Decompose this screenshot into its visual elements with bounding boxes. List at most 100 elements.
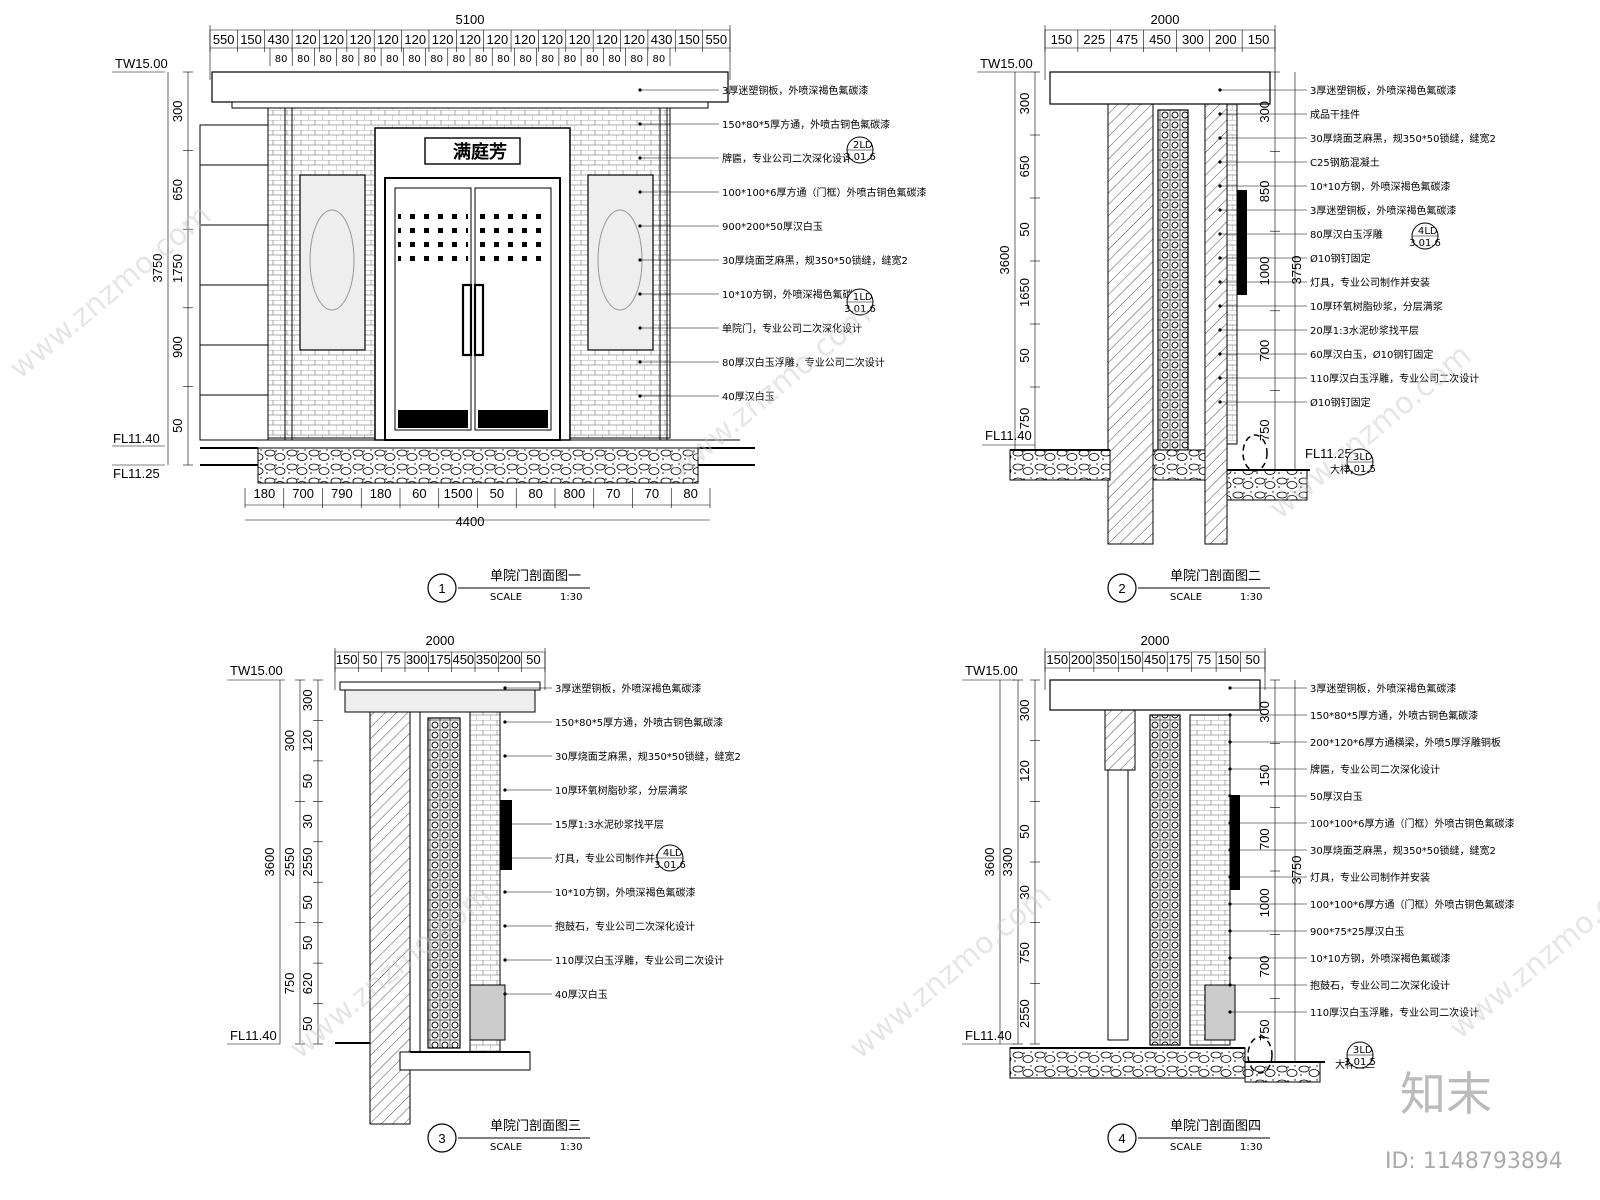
dim-label: 150 [1257, 765, 1272, 787]
dim-label: 75 [386, 652, 400, 667]
leader-note: 10*10方钢，外喷深褐色氟碳漆 [1310, 180, 1450, 193]
dim-label: 80 [630, 54, 643, 65]
leader-note: 灯具，专业公司制作并安装 [1310, 276, 1430, 289]
dim-label: 620 [300, 972, 315, 994]
dim-label: 75 [1197, 652, 1211, 667]
dim-label: 50 [363, 652, 377, 667]
dim-label: 120 [295, 32, 317, 47]
dim-label: 350 [1095, 652, 1117, 667]
dim-label: 120 [459, 32, 481, 47]
lattice-screen-4 [1149, 714, 1181, 1046]
dim-label: 300 [282, 730, 297, 752]
dim-label: 430 [268, 32, 290, 47]
leader-note: 40厚汉白玉 [722, 390, 775, 403]
level-fl-1b: FL11.25 [113, 466, 160, 481]
leader-note: 200*120*6厚方通横梁，外喷5厚浮雕铜板 [1310, 736, 1501, 749]
dim-label: 3300 [1000, 848, 1015, 877]
dim-label: 50 [300, 895, 315, 909]
dim-label: 200 [499, 652, 521, 667]
dim-label: 150 [1051, 32, 1073, 47]
level-tw-1: TW15.00 [115, 56, 168, 71]
dim-label: 120 [623, 32, 645, 47]
tag-code: LD [859, 292, 873, 303]
tag-page: 3.01.6 [1409, 238, 1441, 249]
lattice-screen-3 [427, 717, 461, 1049]
leader-note: 10*10方钢，外喷深褐色氟碳漆 [1310, 952, 1450, 965]
dim-total-2000: 2000 [1151, 12, 1180, 27]
dim-label: 120 [514, 32, 536, 47]
dim-label: 300 [1017, 699, 1032, 721]
dim-label: 50 [490, 486, 504, 501]
svg-text:1:30: 1:30 [1240, 592, 1262, 603]
dim-label: 900 [170, 336, 185, 358]
view-title-4: 4 单院门剖面图四 SCALE 1:30 [1107, 1118, 1270, 1153]
dim-label: 50 [300, 774, 315, 788]
dim-label: 2550 [300, 848, 315, 877]
dim-label: 50 [1017, 824, 1032, 838]
tag-page: 3.01.6 [844, 152, 876, 163]
leader-note: Ø10钢钉固定 [1310, 396, 1371, 409]
svg-text:单院门剖面图三: 单院门剖面图三 [490, 1118, 581, 1133]
dim-label: 300 [1017, 93, 1032, 115]
svg-text:SCALE: SCALE [490, 1142, 522, 1153]
watermark-site-1: www.znzmo.com [3, 198, 218, 387]
dim-label: 2550 [282, 848, 297, 877]
dim-total: 3600 [262, 848, 277, 877]
dim-label: 450 [1144, 652, 1166, 667]
svg-text:单院门剖面图四: 单院门剖面图四 [1170, 1118, 1261, 1133]
dim-label: 700 [1257, 340, 1272, 362]
dim-label: 120 [377, 32, 399, 47]
name-plaque [424, 137, 521, 165]
dim-label: 750 [1017, 942, 1032, 964]
leader-note: 40厚汉白玉 [555, 988, 608, 1001]
leader-note: 10厚环氧树脂砂浆，分层满浆 [1310, 300, 1443, 313]
dim-label: 300 [1257, 101, 1272, 123]
dim-total: 3750 [1289, 256, 1304, 285]
tag-number: 1 [853, 292, 859, 303]
dim-label: 750 [1257, 419, 1272, 441]
level-tw-4: TW15.00 [965, 663, 1018, 678]
dim-label: 150 [1217, 652, 1239, 667]
dim-label: 50 [1017, 348, 1032, 362]
leader-note: 900*75*25厚汉白玉 [1310, 925, 1405, 938]
rc-core-2 [1107, 103, 1154, 545]
dim-label: 80 [364, 54, 377, 65]
tag-code: LD [1424, 226, 1438, 237]
dim-label: 750 [1257, 1019, 1272, 1041]
leader-note: 3厚迷塑铜板，外喷深褐色氟碳漆 [1310, 204, 1456, 217]
leader-note: 150*80*5厚方通，外喷古铜色氟碳漆 [1310, 709, 1478, 722]
dim-label: 120 [541, 32, 563, 47]
level-tw-3: TW15.00 [230, 663, 283, 678]
dim-label: 350 [476, 652, 498, 667]
dim-label: 80 [408, 54, 421, 65]
dim-label: 300 [406, 652, 428, 667]
dim-total-2000-4: 2000 [1141, 633, 1170, 648]
level-fl-2a: FL11.40 [985, 428, 1032, 443]
leader-note: 20厚1:3水泥砂浆找平层 [1310, 324, 1419, 337]
leader-note: 100*100*6厚方通（门框）外喷古铜色氟碳漆 [722, 186, 927, 199]
dim-total: 3600 [982, 848, 997, 877]
dim-total-4400: 4400 [456, 514, 485, 529]
dim-label: 150 [678, 32, 700, 47]
tag-number: 2 [853, 140, 859, 151]
leader-note: 抱鼓石，专业公司二次深化设计 [1310, 979, 1450, 992]
level-tw-2: TW15.00 [980, 56, 1033, 71]
dim-total-5100: 5100 [456, 12, 485, 27]
dim-label: 120 [350, 32, 372, 47]
dim-label: 50 [1017, 222, 1032, 236]
svg-text:单院门剖面图二: 单院门剖面图二 [1170, 568, 1261, 583]
leader-note: 80厚汉白玉浮雕 [1310, 228, 1383, 241]
dim-label: 50 [300, 1017, 315, 1031]
dim-label: 1750 [170, 254, 185, 283]
dim-total: 3750 [1289, 856, 1304, 885]
dim-label: 150 [1248, 32, 1270, 47]
leader-note: 抱鼓石，专业公司二次深化设计 [555, 920, 695, 933]
dim-label: 150 [1046, 652, 1068, 667]
